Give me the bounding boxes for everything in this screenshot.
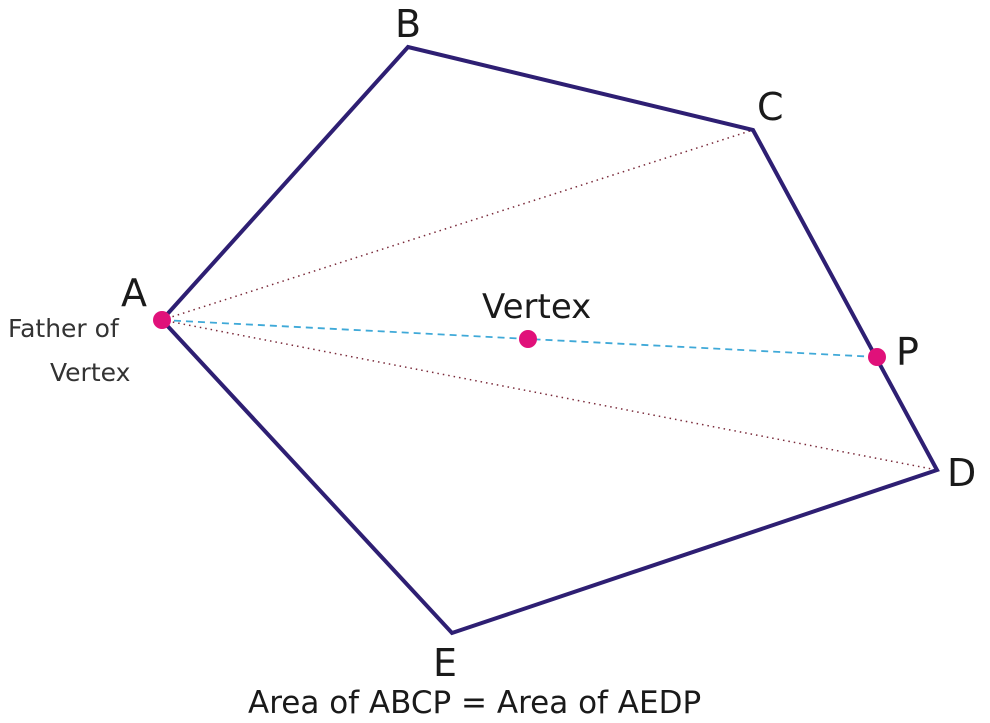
label-c: C [757,85,784,129]
label-father-line1: Father of [8,314,120,343]
label-p: P [896,330,919,374]
point-a [153,311,171,329]
pentagon-outline [160,44,940,636]
label-father-line2: Vertex [50,358,130,387]
label-e: E [433,641,457,685]
label-vertex: Vertex [482,287,591,327]
point-p [868,348,886,366]
point-vertex [519,330,537,348]
label-d: D [947,451,976,495]
label-a: A [121,271,147,315]
area-caption: Area of ABCP = Area of AEDP [248,685,701,721]
label-b: B [395,2,421,46]
diagonal-a-c [161,129,754,321]
